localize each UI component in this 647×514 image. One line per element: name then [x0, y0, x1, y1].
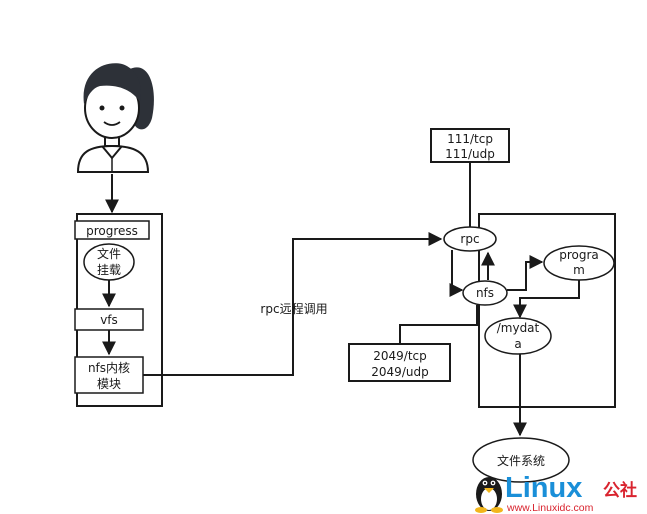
rpc-port-tcp: 111/tcp [447, 132, 493, 146]
nfs-to-program-arrow [507, 255, 544, 291]
vfs-box[interactable]: vfs [74, 308, 144, 331]
rpc-to-nfs-arrow [449, 250, 464, 297]
mydata-label-line2: a [514, 337, 521, 351]
program-label-line2: m [573, 263, 585, 277]
user-avatar-icon [76, 63, 154, 173]
rpc-call-label: rpc远程调用 [260, 301, 327, 316]
rpc-port-udp: 111/udp [445, 147, 495, 161]
nfs-label: nfs [476, 286, 494, 300]
watermark-brand: Linux [505, 472, 582, 504]
file-mount-label-line2: 挂载 [97, 263, 121, 277]
rpc-service-node[interactable]: rpc [443, 226, 497, 252]
kernel-label-line2: 模块 [97, 377, 121, 391]
watermark-brand-cn: 公社 [603, 480, 637, 500]
vfs-label: vfs [100, 313, 118, 327]
server-container [478, 213, 616, 408]
rpc-call-connector [143, 232, 443, 376]
mydata-node[interactable]: /mydat a [484, 317, 552, 355]
nfs-port-udp: 2049/udp [371, 365, 428, 379]
mydata-label-line1: /mydat [497, 321, 540, 335]
program-label-line1: progra [559, 248, 599, 262]
kernel-label-line1: nfs内核 [88, 361, 130, 375]
rpc-label: rpc [460, 232, 479, 246]
program-node[interactable]: progra m [543, 245, 615, 281]
nfs-service-node[interactable]: nfs [462, 280, 508, 306]
penguin-logo-icon [475, 477, 503, 513]
program-to-mydata-arrow [513, 280, 580, 319]
progress-label: progress [86, 224, 138, 238]
filesystem-node[interactable]: 文件系统 [472, 437, 570, 483]
nfs-ports-connector [399, 305, 478, 344]
nfs-ports-box: 2049/tcp 2049/udp [348, 343, 451, 382]
watermark-url: www.Linuxidc.com [506, 502, 594, 514]
progress-box[interactable]: progress [74, 220, 150, 240]
nfs-port-tcp: 2049/tcp [373, 349, 427, 363]
file-mount-node[interactable]: 文件 挂载 [83, 243, 135, 281]
filesystem-label: 文件系统 [497, 453, 545, 468]
file-mount-label-line1: 文件 [97, 246, 121, 261]
nfs-kernel-module-box[interactable]: nfs内核 模块 [74, 356, 144, 394]
rpc-ports-box: 111/tcp 111/udp [430, 128, 510, 163]
